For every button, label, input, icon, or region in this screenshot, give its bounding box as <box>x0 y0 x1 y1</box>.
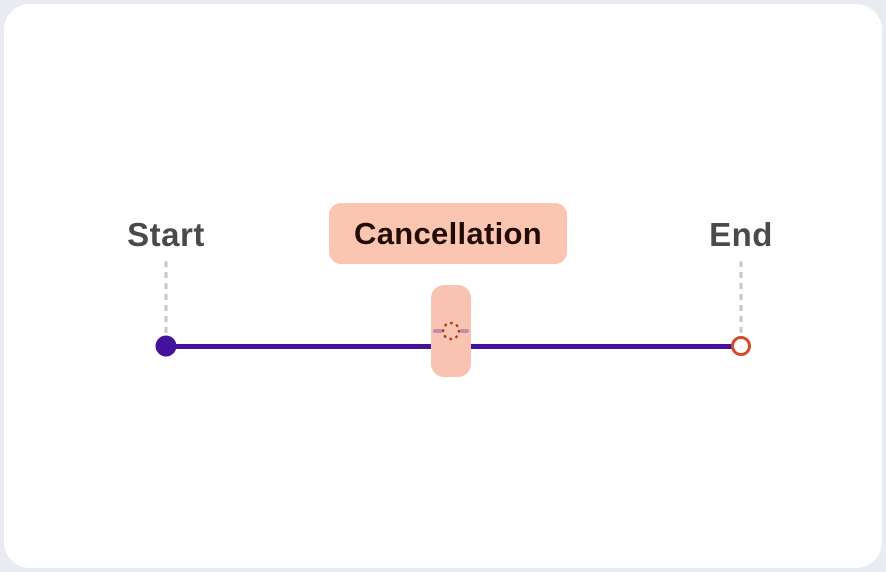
end-connector-dashed-line <box>739 261 743 333</box>
faded-line-left-segment <box>433 329 442 333</box>
end-label: End <box>709 216 773 253</box>
faded-line-right-segment <box>460 329 469 333</box>
cancellation-badge[interactable]: Cancellation <box>329 203 567 264</box>
end-point-ring <box>731 336 751 356</box>
timeline-drag-handle[interactable] <box>431 285 471 377</box>
timeline-card: Start Cancellation End <box>4 4 882 568</box>
start-point-dot <box>155 335 177 357</box>
start-connector-dashed-line <box>164 261 168 333</box>
timeline: Start Cancellation End <box>4 4 882 568</box>
start-label: Start <box>127 216 205 253</box>
dotted-circle-icon <box>439 319 463 343</box>
